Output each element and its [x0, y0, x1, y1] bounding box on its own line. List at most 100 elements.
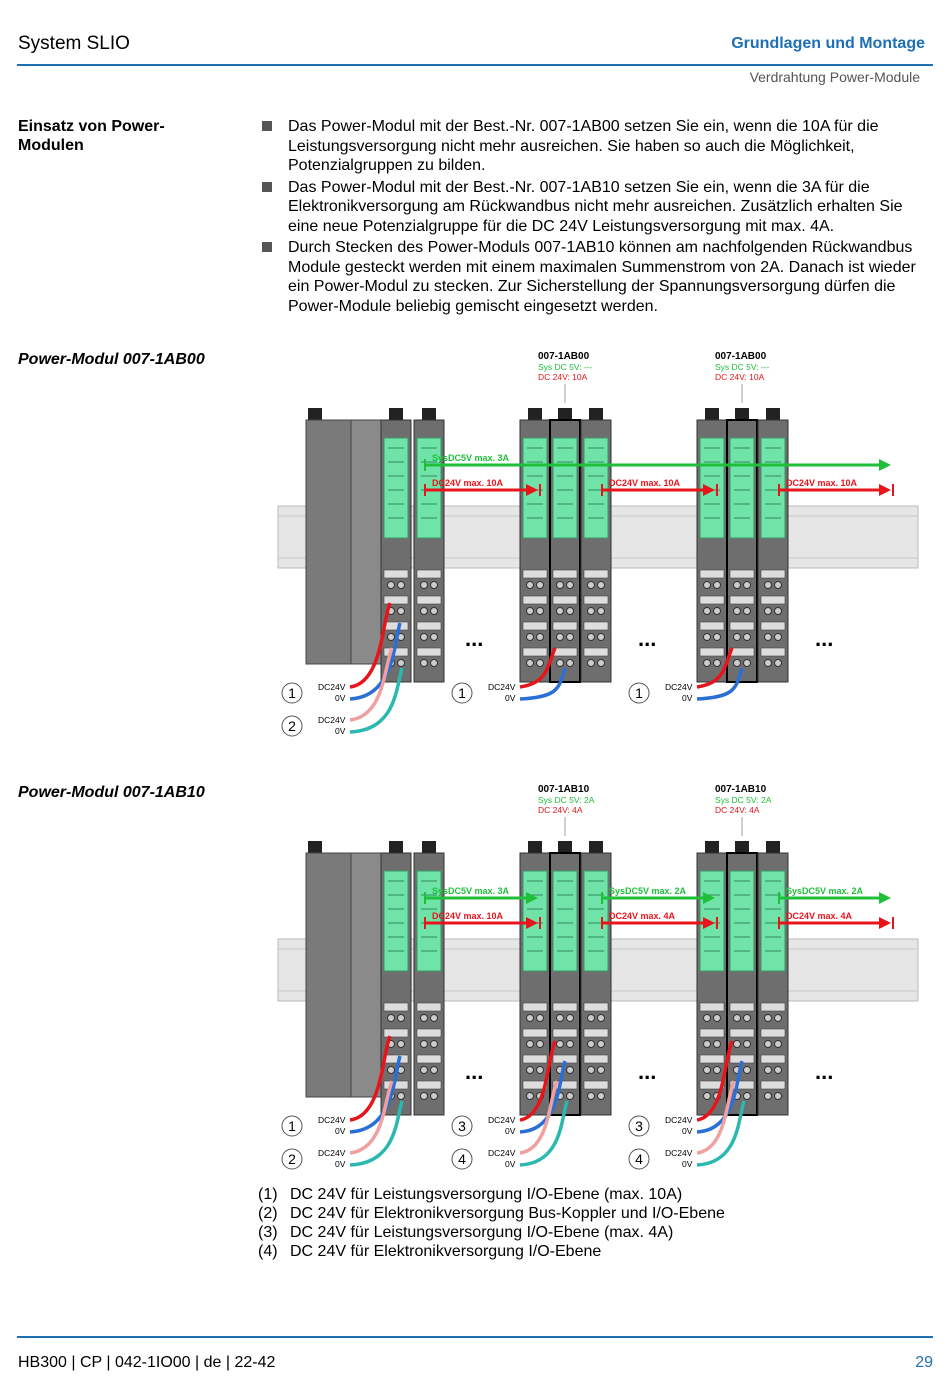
module-latch	[766, 841, 780, 855]
arrowhead-icon	[879, 892, 891, 904]
terminal-label	[760, 1002, 786, 1012]
terminal-hole	[774, 1066, 782, 1074]
terminal-hole	[587, 581, 595, 589]
power-module-outline	[549, 419, 581, 683]
bullet-item: Durch Stecken des Power-Moduls 007-1AB10…	[260, 238, 930, 316]
terminal-hole	[703, 1066, 711, 1074]
module-led-panel	[383, 437, 409, 539]
module-dc-rating: DC 24V: 4A	[538, 805, 583, 815]
terminal-hole	[566, 1066, 574, 1074]
terminal-hole	[743, 1066, 751, 1074]
terminal-hole	[526, 659, 534, 667]
terminal-hole	[430, 581, 438, 589]
terminal-label	[522, 1054, 548, 1064]
callout-number: 2	[288, 1151, 296, 1167]
terminal-label	[583, 647, 609, 657]
terminal-hole	[713, 1066, 721, 1074]
wire	[696, 1060, 744, 1134]
arrow-label: DC24V max. 4A	[609, 911, 676, 921]
terminal-label	[760, 647, 786, 657]
module-latch	[589, 841, 603, 855]
module-led-panel	[552, 870, 578, 972]
module-latch	[422, 408, 436, 422]
terminal-hole	[536, 1040, 544, 1048]
callout-number: 1	[458, 685, 466, 701]
module-sys-rating: Sys DC 5V: ---	[538, 362, 593, 372]
terminal-label	[583, 1028, 609, 1038]
terminal-hole	[526, 1014, 534, 1022]
chapter-title: Grundlagen und Montage	[731, 35, 925, 52]
terminal-hole	[536, 581, 544, 589]
terminal-hole	[713, 607, 721, 615]
wire	[349, 1035, 392, 1122]
terminal-hole	[566, 1092, 574, 1100]
arrow-label: SysDC5V max. 3A	[432, 453, 510, 463]
terminal-hole	[774, 1014, 782, 1022]
terminal-label	[522, 621, 548, 631]
callout-circle	[451, 1115, 473, 1137]
module-led-panel	[729, 437, 755, 539]
terminal-hole	[713, 1014, 721, 1022]
callout-number: 3	[635, 1118, 643, 1134]
terminal-hole	[587, 633, 595, 641]
callout-circle	[628, 1115, 650, 1137]
bullet-item: Das Power-Modul mit der Best.-Nr. 007-1A…	[260, 117, 930, 176]
terminal-label	[699, 595, 725, 605]
terminal-hole	[764, 1014, 772, 1022]
terminal-label	[383, 1028, 409, 1038]
terminal-hole	[703, 607, 711, 615]
terminal-label	[416, 1080, 442, 1090]
wire-label: DC24V	[318, 1148, 346, 1158]
terminal-hole	[566, 607, 574, 615]
legend-item: (1)DC 24V für Leistungsversorgung I/O-Eb…	[258, 1185, 725, 1204]
terminal-hole	[420, 633, 428, 641]
terminal-hole	[430, 607, 438, 615]
terminal-hole	[597, 1066, 605, 1074]
wire-label: DC24V	[665, 1148, 693, 1158]
wire	[349, 602, 392, 689]
arrow-label: SysDC5V max. 2A	[786, 886, 864, 896]
module-part-number: 007-1AB00	[538, 351, 590, 362]
module-dc-rating: DC 24V: 10A	[715, 372, 765, 382]
wire	[519, 647, 557, 689]
wire	[519, 1060, 567, 1134]
terminal-hole	[420, 581, 428, 589]
callout-number: 4	[635, 1151, 643, 1167]
terminal-hole	[733, 1040, 741, 1048]
module-part-number: 007-1AB00	[715, 351, 767, 362]
module-led-panel	[760, 437, 786, 539]
wire-label: 0V	[505, 1159, 516, 1169]
arrow-label: DC24V max. 4A	[786, 911, 853, 921]
terminal-hole	[774, 581, 782, 589]
terminal-label	[583, 621, 609, 631]
wire-label: DC24V	[318, 1115, 346, 1125]
terminal-hole	[387, 581, 395, 589]
arrowhead-icon	[879, 917, 891, 929]
wire	[519, 667, 567, 701]
terminal-label	[583, 1080, 609, 1090]
terminal-hole	[430, 1066, 438, 1074]
callout-circle	[281, 1115, 303, 1137]
callout-circle	[628, 1148, 650, 1170]
terminal-hole	[764, 607, 772, 615]
arrowhead-icon	[879, 459, 891, 471]
terminal-hole	[556, 607, 564, 615]
bullet-square-icon	[262, 121, 272, 131]
arrow-label: SysDC5V max. 3A	[432, 886, 510, 896]
terminal-label	[699, 1002, 725, 1012]
terminal-hole	[597, 633, 605, 641]
terminal-label	[383, 595, 409, 605]
module-latch	[558, 841, 572, 855]
terminal-hole	[713, 581, 721, 589]
terminal-hole	[764, 659, 772, 667]
arrow-label: DC24V max. 10A	[432, 478, 504, 488]
wire-label: DC24V	[318, 715, 346, 725]
terminal-hole	[420, 659, 428, 667]
terminal-label	[522, 1002, 548, 1012]
header-rule	[17, 64, 933, 66]
terminal-label	[699, 647, 725, 657]
wire-label: 0V	[335, 693, 346, 703]
module-latch	[589, 408, 603, 422]
terminal-hole	[556, 1040, 564, 1048]
wire-label: DC24V	[318, 682, 346, 692]
